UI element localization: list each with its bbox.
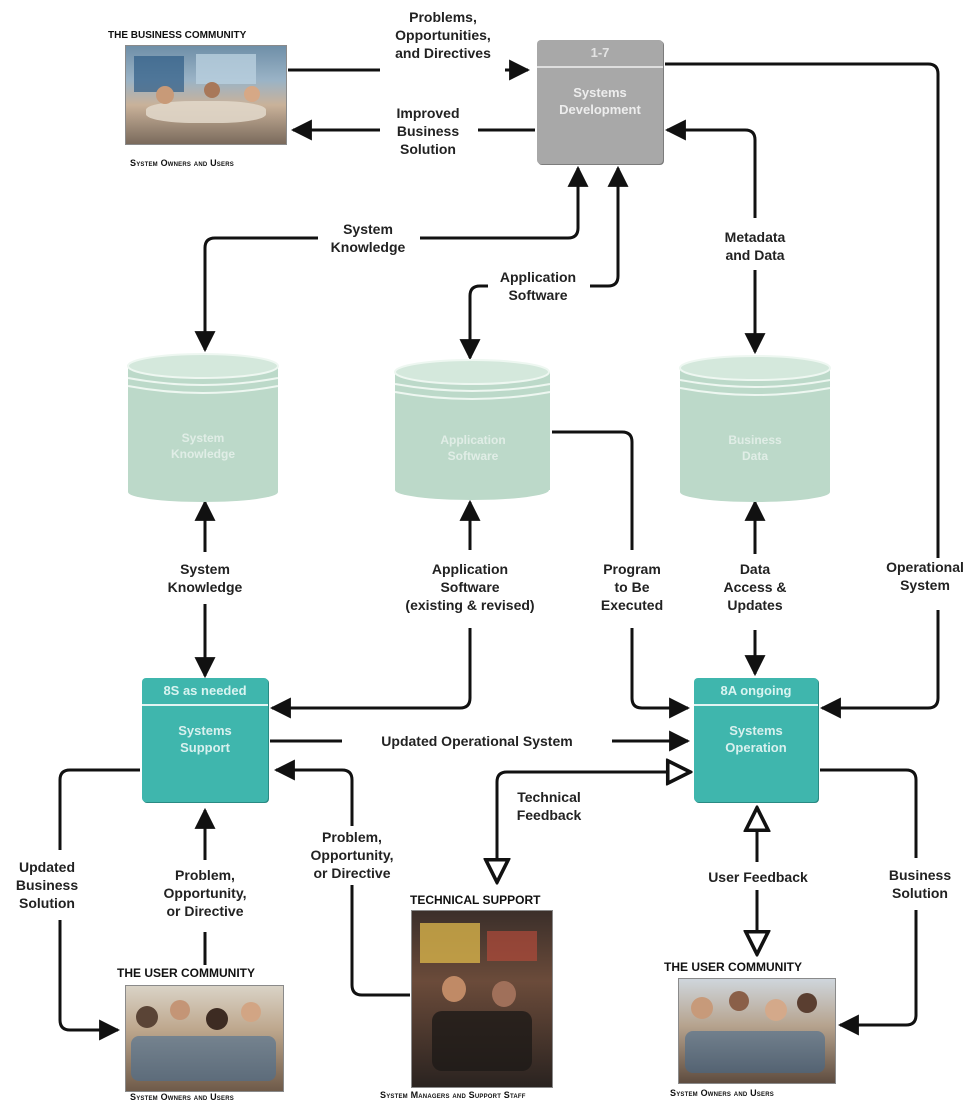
process-operation-name: Systems Operation	[725, 723, 787, 755]
store-system-knowledge-shape	[127, 353, 279, 502]
store-system-knowledge: System Knowledge	[170, 431, 235, 461]
user-community-right-photo	[678, 978, 836, 1084]
technical-support-title: TECHNICAL SUPPORT	[410, 893, 541, 907]
label-updated-business-solution: Updated Business Solution	[15, 859, 79, 911]
user-community-left-photo	[125, 985, 284, 1092]
flow-program-executed	[552, 430, 688, 708]
flow-business-solution	[820, 768, 918, 1025]
label-business-solution: Business Solution	[888, 867, 952, 901]
store-business-data-shape	[679, 355, 831, 502]
process-operation-id: 8A ongoing	[694, 678, 818, 706]
label-technical-feedback: Technical Feedback	[516, 789, 582, 823]
process-systems-development: 1-7 Systems Development	[537, 40, 663, 164]
user-community-right-title: THE USER COMMUNITY	[664, 960, 802, 974]
flow-problem-mid	[276, 770, 410, 997]
label-application-software-mid: Application Software (existing & revised…	[405, 561, 535, 613]
flow-application-software-top	[470, 168, 618, 358]
label-improved-business-solution: Improved Business Solution	[396, 105, 460, 157]
process-support-id: 8S as needed	[142, 678, 268, 706]
business-community-caption: System Owners and Users	[130, 158, 234, 168]
label-application-software-top: Application Software	[499, 269, 577, 303]
label-updated-operational: Updated Operational System	[381, 733, 573, 749]
label-data-access: Data Access & Updates	[723, 561, 787, 613]
label-system-knowledge-mid: System Knowledge	[167, 561, 243, 595]
process-development-name: Systems Development	[559, 85, 641, 117]
label-problem-opportunity-left: Problem, Opportunity, or Directive	[163, 867, 247, 919]
label-program-executed: Program to Be Executed	[600, 561, 664, 613]
label-system-knowledge-top: System Knowledge	[330, 221, 406, 255]
flow-technical-feedback	[497, 772, 688, 880]
user-community-right-caption: System Owners and Users	[670, 1088, 774, 1098]
flow-system-knowledge-top	[205, 168, 578, 350]
label-problems-opportunities: Problems, Opportunities, and Directives	[395, 9, 491, 61]
business-community-photo	[125, 45, 287, 145]
technical-support-caption: System Managers and Support Staff	[380, 1090, 526, 1100]
flow-operational-system	[665, 62, 940, 708]
business-community-title: THE BUSINESS COMMUNITY	[108, 30, 247, 41]
store-application-software: Application Software	[440, 433, 506, 463]
process-development-id: 1-7	[537, 40, 663, 68]
flow-application-software-mid	[272, 502, 470, 708]
process-support-name: Systems Support	[178, 723, 232, 755]
flow-updated-business-left	[58, 768, 140, 1030]
label-user-feedback: User Feedback	[688, 868, 828, 886]
process-systems-support: 8S as needed Systems Support	[142, 678, 268, 802]
label-metadata-data: Metadata and Data	[724, 229, 786, 263]
store-business-data: Business Data	[728, 433, 782, 463]
store-application-software-shape	[394, 359, 551, 500]
process-systems-operation: 8A ongoing Systems Operation	[694, 678, 818, 802]
technical-support-photo	[411, 910, 553, 1088]
user-community-left-title: THE USER COMMUNITY	[117, 966, 255, 980]
label-operational-system: Operational System	[886, 559, 964, 593]
user-community-left-caption: System Owners and Users	[130, 1092, 234, 1102]
flow-metadata-data	[667, 130, 755, 352]
label-problem-opportunity-mid: Problem, Opportunity, or Directive	[310, 829, 394, 881]
